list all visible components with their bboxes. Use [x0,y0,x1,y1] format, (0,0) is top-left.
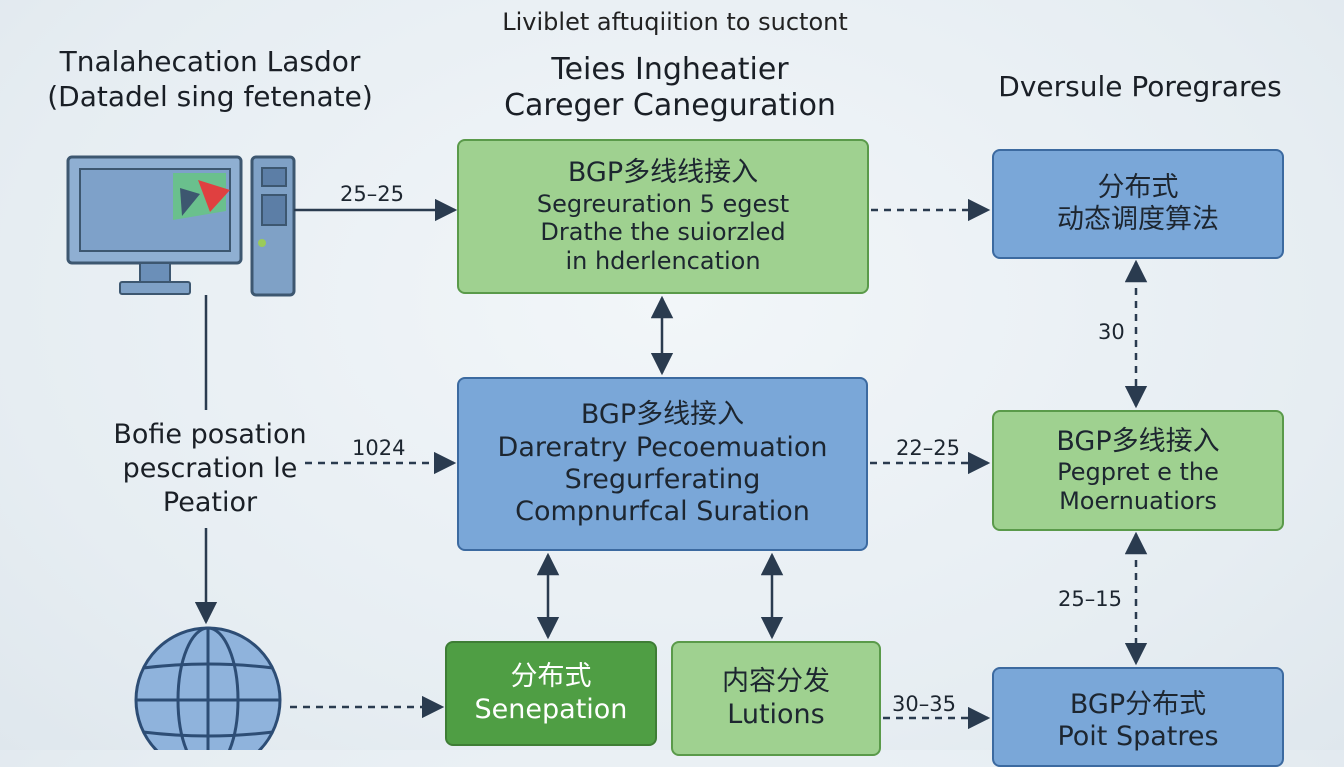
left-mid-label-line2: pescration le [122,452,298,484]
edge-label-e4: 30 [1098,320,1125,344]
node-bot-left: 分布式 Senepation [445,641,657,746]
edge-label-e3: 22–25 [896,436,960,460]
node-bot-mid-line1: 内容分发 [722,666,830,698]
node-mid-center: BGP多线接入 Dareratry Pecoemuation Sregurfer… [457,377,868,551]
right-heading: Dversule Poregrares [998,70,1282,103]
node-top-right-line2: 动态调度算法 [1057,204,1219,235]
left-heading-line1: Tnalahecation Lasdor [59,45,361,78]
node-top-center: BGP多线线接入 Segreuration 5 egest Drathe the… [457,139,869,294]
node-mid-right: BGP多线接入 Pegpret e the Moernuatiors [992,410,1284,531]
node-top-center-line3: Drathe the suiorzled [540,218,786,247]
left-heading-line2: (Datadel sing fetenate) [47,80,373,113]
edge-label-e1: 25–25 [340,182,404,206]
node-bot-left-line1: 分布式 [510,661,592,693]
node-mid-center-title: BGP多线接入 [580,399,745,431]
node-top-center-line2: Segreuration 5 egest [536,189,790,218]
center-heading-line2: Careger Caneguration [504,88,836,123]
node-mid-right-title: BGP多线接入 [1056,425,1220,457]
left-mid-label-line3: Peatior [162,486,258,518]
node-bot-right-line2: Poit Spatres [1057,721,1219,753]
connector-layer [66,155,1148,750]
center-heading: Teies Ingheatier Careger Caneguration [460,52,880,124]
top-title: Liviblet aftuqiition to suctont [502,8,848,36]
node-bot-mid: 内容分发 Lutions [671,641,881,756]
left-mid-label-line1: Bofie posation [113,419,307,450]
node-bot-left-line2: Senepation [474,693,628,725]
node-mid-center-line4: Compnurfcal Suration [515,496,810,528]
center-heading-line1: Teies Ingheatier [551,52,789,87]
node-bot-right-line1: BGP分布式 [1069,689,1207,720]
node-mid-right-line3: Moernuatiors [1059,486,1217,515]
node-bot-mid-line2: Lutions [727,698,825,730]
node-top-right-line1: 分布式 [1097,171,1179,203]
node-top-right: 分布式 动态调度算法 [992,149,1284,259]
edge-label-e5: 25–15 [1058,587,1122,611]
node-mid-right-line2: Pegpret e the [1057,457,1219,486]
globe-icon [134,626,282,750]
left-heading: Tnalahecation Lasdor (Datadel sing feten… [30,44,390,114]
node-bot-right: BGP分布式 Poit Spatres [992,667,1284,767]
left-mid-label: Bofie posation pescration le Peatior [80,418,340,519]
edge-label-e6: 30–35 [892,692,956,716]
node-mid-center-line3: Sregurferating [564,464,761,495]
node-top-center-title: BGP多线线接入 [567,157,759,189]
node-top-center-line4: in hderlencation [565,247,761,276]
desktop-computer-icon [66,155,296,297]
node-mid-center-line2: Dareratry Pecoemuation [497,431,828,463]
edge-label-e2: 1024 [352,436,406,460]
